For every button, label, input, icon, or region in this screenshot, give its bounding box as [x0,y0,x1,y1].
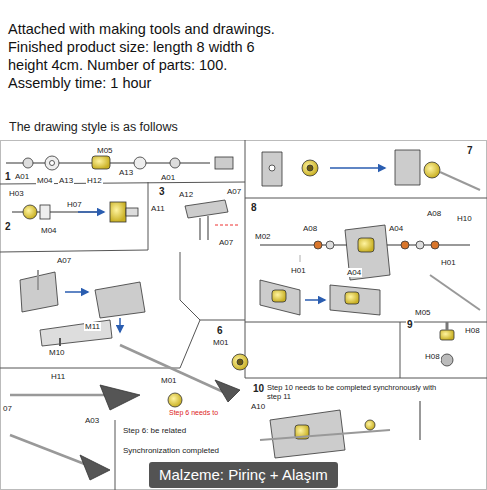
part-label: M10 [48,348,66,357]
part-label: H10 [456,214,473,223]
step-number: 1 [4,172,12,181]
part-label: A04 [388,224,404,233]
part-label: H07 [66,200,83,209]
part-label: H08 [424,352,441,361]
step-number: 10 [252,384,265,393]
part-label: A08 [426,209,442,218]
product-description: Attached with making tools and drawings.… [8,20,290,92]
material-caption: Malzeme: Pirinç + Alaşım [149,462,338,488]
step-number: 2 [4,222,12,231]
part-label: A08 [302,224,318,233]
part-label: M05 [96,146,114,155]
part-label: A01 [160,173,176,182]
part-label: H01 [290,266,307,275]
part-label: M02 [254,232,272,241]
step-number: 8 [250,203,258,212]
part-label: A07 [226,187,242,196]
step-note: Step 6 needs to [168,408,219,417]
part-label: H03 [8,189,25,198]
intro-text: The drawing style is as follows [8,120,179,135]
step-number: 9 [406,320,414,329]
part-label: A13 [118,168,134,177]
part-label: M04 [40,226,58,235]
step-note: Synchronization completed [122,446,220,455]
part-label: H01 [440,258,457,267]
step-number: 7 [466,146,474,155]
part-label: H12 [86,176,103,185]
part-label: M11 [84,322,101,331]
part-label: M04 [36,176,54,185]
part-label: A04 [346,268,362,277]
part-label: H11 [50,372,66,381]
part-label: M01 [160,376,178,385]
part-label: M05 [414,308,432,317]
part-label: H08 [464,326,481,335]
step-number: 6 [216,326,224,335]
part-label: A07 [56,256,72,265]
step-note: Step 6: be related [122,426,187,435]
step-number: 3 [158,187,166,196]
part-label: A10 [250,402,266,411]
part-label: A12 [178,190,194,199]
part-label: A03 [84,416,100,425]
part-label: A11 [150,204,166,213]
part-label: A01 [14,172,30,181]
part-label: A07 [218,238,234,247]
part-label: M01 [212,338,230,347]
part-label: A13 [58,176,74,185]
step-note: Step 10 needs to be completed synchronou… [266,383,453,401]
part-label: 07 [2,404,13,413]
